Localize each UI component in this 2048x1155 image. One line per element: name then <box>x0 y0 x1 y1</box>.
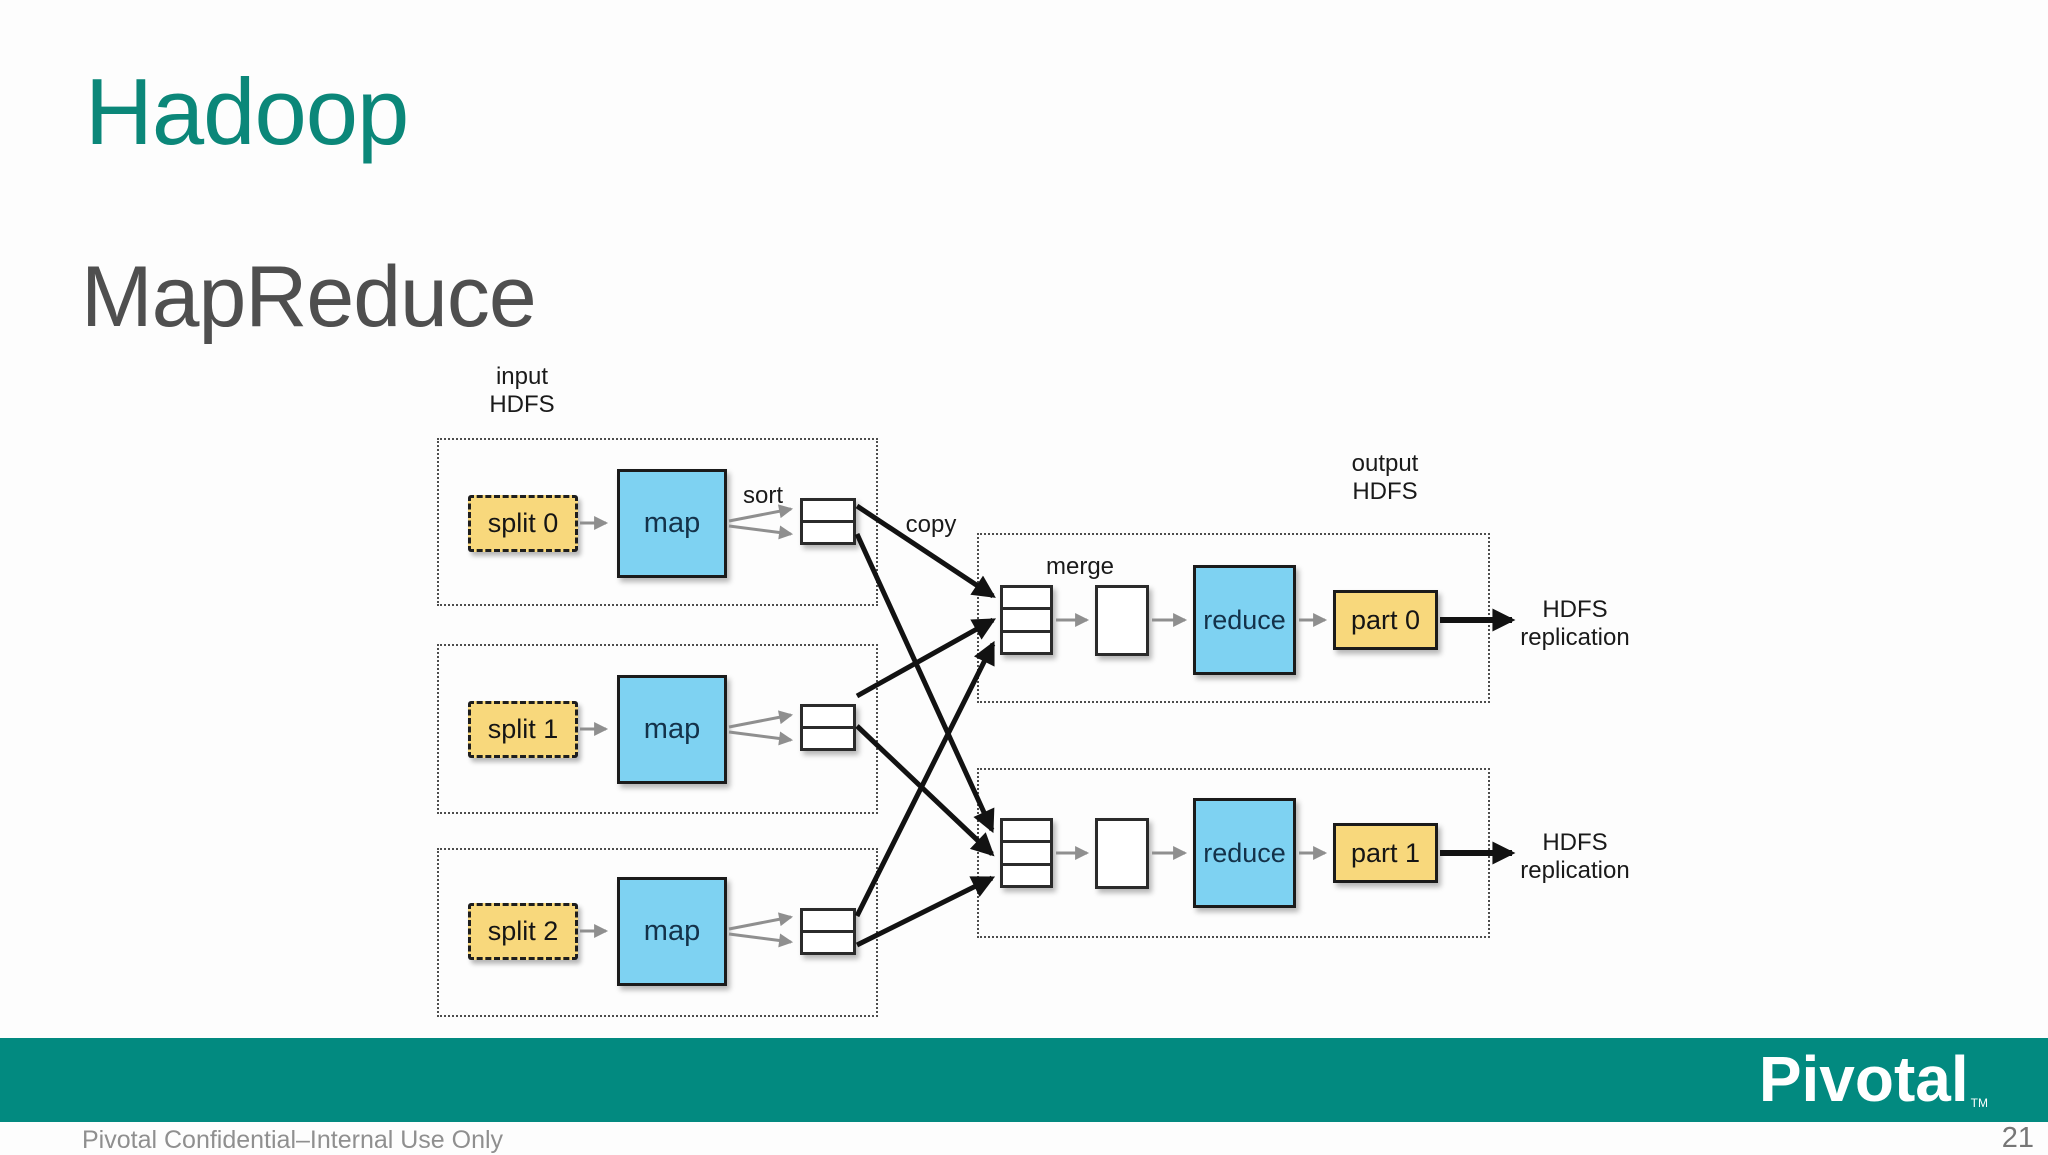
map-output-buffer-0 <box>800 498 856 545</box>
reduce-box-0: reduce <box>1193 565 1296 675</box>
map-output-buffer-1 <box>800 704 856 751</box>
split-2-box: split 2 <box>468 903 578 960</box>
merge-label: merge <box>1046 553 1115 580</box>
hdfs-replication-top-line1: HDFS <box>1542 596 1608 623</box>
merge-buffer-0 <box>1000 585 1053 655</box>
hdfs-replication-label-bottom: HDFS replication <box>1505 829 1645 886</box>
buffer-cell <box>803 707 853 729</box>
hdfs-replication-label-top: HDFS replication <box>1505 596 1645 653</box>
reduce-box-1: reduce <box>1193 798 1296 908</box>
input-hdfs-label: input HDFS <box>455 363 589 420</box>
output-hdfs-line1: output <box>1351 450 1419 477</box>
map-box-1: map <box>617 675 727 784</box>
pivotal-logo-text: Pivotal <box>1758 1043 1969 1115</box>
output-hdfs-line2: HDFS <box>1352 478 1418 506</box>
map-box-0: map <box>617 469 727 578</box>
hdfs-replication-top-line2: replication <box>1520 624 1630 652</box>
page-number: 21 <box>2001 1122 2034 1154</box>
slide-subtitle: MapReduce <box>81 249 537 345</box>
sort-label: sort <box>742 482 783 509</box>
merge-buffer-1 <box>1000 818 1053 888</box>
buffer-cell <box>1003 610 1050 633</box>
page-title: Hadoop <box>85 59 409 164</box>
map-output-buffer-2 <box>800 908 856 955</box>
buffer-cell <box>1003 588 1050 611</box>
buffer-cell <box>1003 843 1050 866</box>
copy-label: copy <box>905 511 957 538</box>
part-0-box: part 0 <box>1333 590 1438 650</box>
confidentiality-notice: Pivotal Confidential–Internal Use Only <box>82 1126 504 1154</box>
merged-input-box-0 <box>1095 585 1149 656</box>
hdfs-replication-bottom-line2: replication <box>1520 857 1630 885</box>
buffer-cell <box>803 911 853 933</box>
buffer-cell <box>1003 633 1050 652</box>
trademark-symbol: TM <box>1970 1096 1988 1110</box>
buffer-cell <box>803 523 853 542</box>
input-hdfs-line1: input <box>495 363 549 390</box>
split-0-box: split 0 <box>468 495 578 552</box>
map-box-2: map <box>617 877 727 986</box>
merged-input-box-1 <box>1095 818 1149 889</box>
buffer-cell <box>1003 821 1050 844</box>
buffer-cell <box>803 729 853 748</box>
buffer-cell <box>1003 866 1050 885</box>
buffer-cell <box>803 501 853 523</box>
split-1-box: split 1 <box>468 701 578 758</box>
output-hdfs-label: output HDFS <box>1318 450 1452 507</box>
hdfs-replication-bottom-line1: HDFS <box>1542 829 1608 856</box>
part-1-box: part 1 <box>1333 823 1438 883</box>
buffer-cell <box>803 933 853 952</box>
input-hdfs-line2: HDFS <box>489 391 555 419</box>
